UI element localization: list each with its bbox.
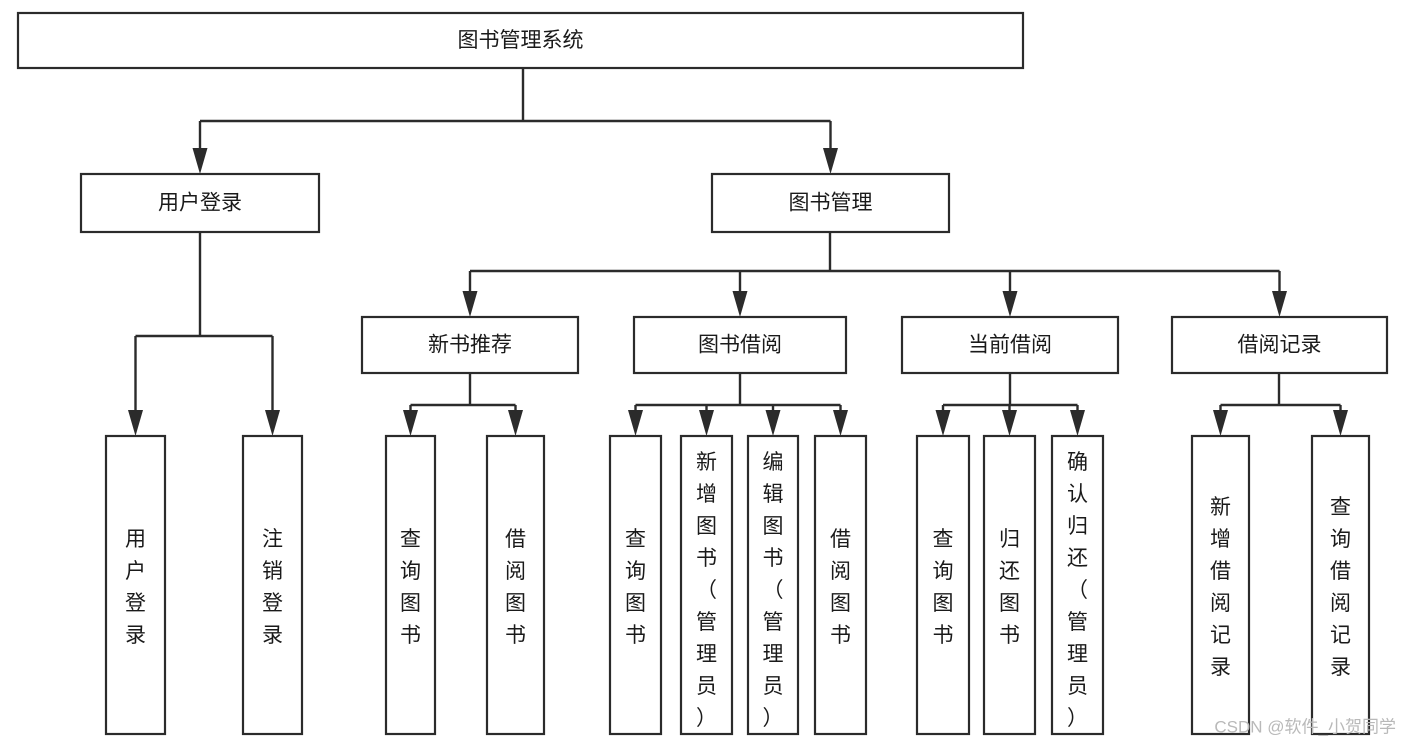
node-label-root: 图书管理系统 xyxy=(458,29,584,52)
arrow-head-icon xyxy=(628,410,643,436)
arrow-head-icon xyxy=(1002,410,1017,436)
arrow-head-icon xyxy=(128,410,143,436)
node-box-leaf-user-logout xyxy=(241,434,304,736)
arrow-head-icon xyxy=(192,148,208,174)
node-label-book-borrow: 图书借阅 xyxy=(698,334,782,357)
arrow-head-icon xyxy=(462,291,478,317)
node-box-root xyxy=(16,11,1025,70)
connector-group-root xyxy=(192,68,838,174)
node-box-leaf-borrow-book-rec xyxy=(485,434,546,736)
node-borrow-record[interactable]: 借阅记录 xyxy=(1170,315,1389,375)
node-box-leaf-add-book xyxy=(679,434,734,736)
arrow-head-icon xyxy=(732,291,748,317)
node-label-leaf-add-book: 新增图书（管理员） xyxy=(696,451,717,730)
node-box-leaf-confirm-return xyxy=(1050,434,1105,736)
node-box-current-borrow xyxy=(900,315,1120,375)
node-label-user-login: 用户登录 xyxy=(158,192,242,215)
arrow-head-icon xyxy=(935,410,951,436)
connector-group-current-borrow xyxy=(935,373,1085,436)
node-box-leaf-query-record xyxy=(1310,434,1371,736)
node-leaf-user-login[interactable]: 用户登录 xyxy=(104,434,167,736)
node-leaf-add-record[interactable]: 新增借阅记录 xyxy=(1190,434,1251,736)
arrow-head-icon xyxy=(1070,410,1085,436)
node-book-manage[interactable]: 图书管理 xyxy=(710,172,951,234)
node-leaf-user-logout[interactable]: 注销登录 xyxy=(241,434,304,736)
node-leaf-return-book[interactable]: 归还图书 xyxy=(982,434,1037,736)
arrow-head-icon xyxy=(1213,410,1228,436)
node-label-leaf-user-login: 用户登录 xyxy=(125,528,146,647)
node-box-leaf-borrow-book xyxy=(813,434,868,736)
node-leaf-query-book-current[interactable]: 查询图书 xyxy=(915,434,971,736)
node-box-leaf-edit-book xyxy=(746,434,800,736)
connector-group-user-login xyxy=(128,232,280,436)
node-box-user-login xyxy=(79,172,321,234)
arrow-head-icon xyxy=(403,410,418,436)
node-label-current-borrow: 当前借阅 xyxy=(968,334,1052,357)
node-leaf-edit-book[interactable]: 编辑图书（管理员） xyxy=(746,434,800,736)
node-leaf-borrow-book[interactable]: 借阅图书 xyxy=(813,434,868,736)
arrow-head-icon xyxy=(823,148,838,174)
arrow-head-icon xyxy=(833,410,848,436)
arrow-head-icon xyxy=(265,410,280,436)
node-leaf-borrow-book-rec[interactable]: 借阅图书 xyxy=(485,434,546,736)
node-leaf-add-book[interactable]: 新增图书（管理员） xyxy=(679,434,734,736)
node-leaf-confirm-return[interactable]: 确认归还（管理员） xyxy=(1050,434,1105,736)
connector-group-book-manage xyxy=(462,232,1287,317)
node-label-book-manage: 图书管理 xyxy=(789,192,873,215)
node-box-leaf-user-login xyxy=(104,434,167,736)
node-new-book-rec[interactable]: 新书推荐 xyxy=(360,315,580,375)
node-layer: 图书管理系统用户登录图书管理新书推荐图书借阅当前借阅借阅记录用户登录注销登录查询… xyxy=(16,11,1389,736)
node-label-leaf-edit-book: 编辑图书（管理员） xyxy=(763,451,784,730)
node-box-new-book-rec xyxy=(360,315,580,375)
node-box-leaf-add-record xyxy=(1190,434,1251,736)
node-label-leaf-return-book: 归还图书 xyxy=(999,528,1020,647)
node-leaf-query-book-rec[interactable]: 查询图书 xyxy=(384,434,437,736)
node-label-leaf-borrow-book: 借阅图书 xyxy=(830,528,851,647)
node-box-borrow-record xyxy=(1170,315,1389,375)
node-user-login[interactable]: 用户登录 xyxy=(79,172,321,234)
node-current-borrow[interactable]: 当前借阅 xyxy=(900,315,1120,375)
connector-group-borrow-record xyxy=(1213,373,1348,436)
node-label-leaf-borrow-book-rec: 借阅图书 xyxy=(505,528,526,647)
node-book-borrow[interactable]: 图书借阅 xyxy=(632,315,848,375)
arrow-head-icon xyxy=(699,410,714,436)
node-root[interactable]: 图书管理系统 xyxy=(16,11,1025,70)
node-box-leaf-query-book-current xyxy=(915,434,971,736)
node-box-leaf-query-book-borrow xyxy=(608,434,663,736)
node-label-leaf-user-logout: 注销登录 xyxy=(262,528,283,647)
node-label-leaf-query-book-borrow: 查询图书 xyxy=(625,528,646,647)
arrow-head-icon xyxy=(765,410,781,436)
connector-layer xyxy=(128,68,1348,436)
node-box-book-borrow xyxy=(632,315,848,375)
node-label-leaf-confirm-return: 确认归还（管理员） xyxy=(1067,451,1088,730)
node-leaf-query-record[interactable]: 查询借阅记录 xyxy=(1310,434,1371,736)
watermark-label: CSDN @软件_小贺同学 xyxy=(1214,717,1396,736)
arrow-head-icon xyxy=(1002,291,1018,317)
node-label-leaf-add-record: 新增借阅记录 xyxy=(1210,496,1231,679)
arrow-head-icon xyxy=(1272,291,1287,317)
arrow-head-icon xyxy=(508,410,523,436)
connector-group-book-borrow xyxy=(628,373,848,436)
node-box-leaf-query-book-rec xyxy=(384,434,437,736)
node-label-borrow-record: 借阅记录 xyxy=(1238,334,1322,357)
node-box-leaf-return-book xyxy=(982,434,1037,736)
node-label-leaf-query-record: 查询借阅记录 xyxy=(1330,496,1351,679)
node-label-new-book-rec: 新书推荐 xyxy=(428,334,512,357)
node-leaf-query-book-borrow[interactable]: 查询图书 xyxy=(608,434,663,736)
connector-group-new-book-rec xyxy=(403,373,523,436)
node-box-book-manage xyxy=(710,172,951,234)
arrow-head-icon xyxy=(1333,410,1348,436)
node-label-leaf-query-book-current: 查询图书 xyxy=(933,528,954,647)
node-label-leaf-query-book-rec: 查询图书 xyxy=(400,528,421,647)
